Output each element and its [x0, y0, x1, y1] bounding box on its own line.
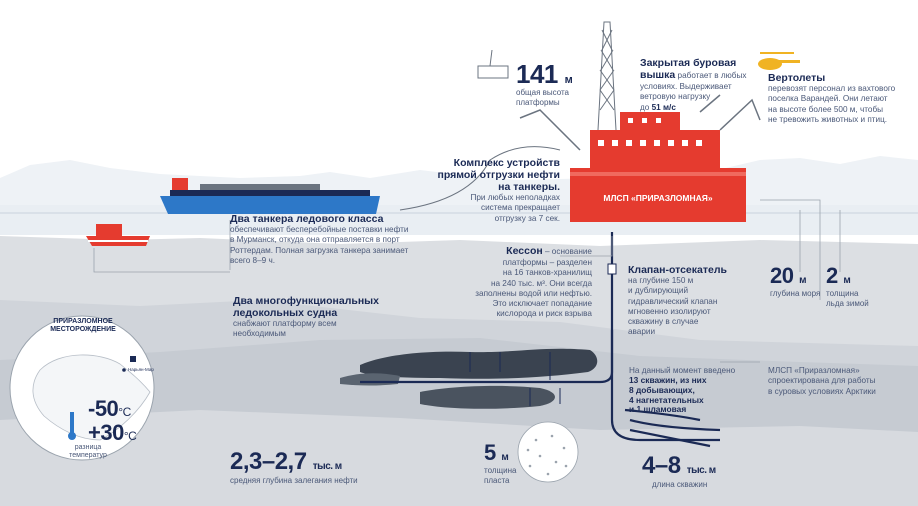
temp-caption: разница температур — [69, 444, 107, 460]
sea-depth-value: 20 м — [770, 263, 807, 288]
loading-callout: Комплекс устройств прямой отгрузки нефти… — [437, 157, 560, 223]
layer-thickness-caption: толщина пласта — [484, 466, 517, 485]
platform-height-number: 141 — [516, 59, 558, 89]
oil-reservoir-upper — [360, 348, 598, 379]
derrick-tower — [597, 21, 617, 131]
sky-background — [0, 0, 918, 180]
field-marker — [130, 356, 136, 362]
well-length-value: 4–8 тыс. м — [642, 452, 716, 479]
oil-depth-value: 2,3–2,7 тыс. м — [230, 448, 342, 475]
tanker-deck — [170, 190, 370, 196]
icebreaker-cabin — [96, 224, 122, 236]
platform-outline-icon — [477, 49, 509, 79]
layer-thickness-value: 5 м — [484, 440, 509, 465]
platform-caisson-stripe — [570, 172, 746, 176]
valve-marker — [607, 263, 617, 275]
well-branch-4 — [624, 408, 701, 422]
derrick-title: Закрытая буровая — [640, 57, 737, 69]
platform-height-value: 141 м — [516, 59, 573, 90]
thermometer-icon — [68, 412, 76, 440]
well-connectors — [469, 352, 561, 406]
globe-title: ПРИРАЗЛОМНОЕ МЕСТОРОЖДЕНИЕ — [50, 318, 116, 334]
tankers-callout: Два танкера ледового класса обеспечивают… — [230, 213, 409, 265]
helicopters-callout: Вертолеты перевозят персонал из вахтовог… — [768, 72, 914, 125]
icebreaker-ship — [86, 224, 150, 246]
globe-illustration — [9, 315, 155, 461]
icebreaker-stripe — [88, 240, 148, 242]
layer-sample-circle — [517, 421, 579, 483]
derrick-callout: Закрытая буровая вышка работает в любых … — [640, 57, 758, 113]
platform-windows — [598, 118, 702, 146]
platform-name-label: МЛСП «ПРИРАЗЛОМНАЯ» — [603, 193, 713, 203]
well-branch-1 — [610, 330, 720, 442]
platform-height-caption: общая высота платформы — [516, 88, 570, 107]
well-pipes — [360, 232, 721, 448]
platform-top-modules — [620, 112, 680, 132]
caisson-callout: Кессон – основание платформы – разделен … — [475, 245, 592, 319]
oil-depth-caption: средняя глубина залегания нефти — [230, 476, 358, 485]
wells-callout: На данный момент введено 13 скважин, из … — [629, 366, 736, 415]
arctic-note: МЛСП «Приразломная» спроектирована для р… — [768, 366, 876, 396]
ice-thickness-caption: толщина льда зимой — [826, 289, 869, 308]
helicopter-icon — [758, 52, 800, 70]
temp-low: -50°C — [88, 396, 131, 421]
ice-thickness-value: 2 м — [826, 263, 851, 288]
platform-illustration — [399, 21, 761, 222]
well-length-caption: длина скважин — [652, 480, 708, 489]
leader-lines — [93, 199, 841, 363]
tanker-hull — [160, 196, 380, 214]
sea-surface — [0, 205, 918, 235]
tanker-bridge — [172, 178, 188, 190]
city-marker — [122, 368, 126, 372]
layer-sample-dots — [526, 434, 568, 476]
temp-high: +30°C — [88, 420, 137, 445]
platform-upper-deck — [590, 130, 720, 170]
sea-depth-caption: глубина моря — [770, 289, 821, 298]
deep-layer — [0, 410, 918, 506]
platform-caisson — [570, 168, 746, 222]
tanker-ship — [160, 178, 380, 214]
platform-cranes — [519, 94, 761, 151]
globe-landmass — [32, 354, 151, 441]
tanker-equipment — [200, 184, 320, 190]
well-branch-3 — [629, 428, 711, 448]
icebreakers-callout: Два многофункциональных ледокольных судн… — [233, 295, 379, 339]
well-branch-2 — [629, 418, 721, 432]
helicopters-title: Вертолеты — [768, 72, 826, 84]
loading-arm — [399, 146, 561, 211]
valve-callout: Клапан-отсекатель на глубине 150 м и дуб… — [628, 264, 727, 337]
platform-height-unit: м — [564, 74, 573, 86]
oil-reservoir-lower — [420, 385, 555, 409]
city-label: Нарьян-Мар — [128, 367, 154, 372]
